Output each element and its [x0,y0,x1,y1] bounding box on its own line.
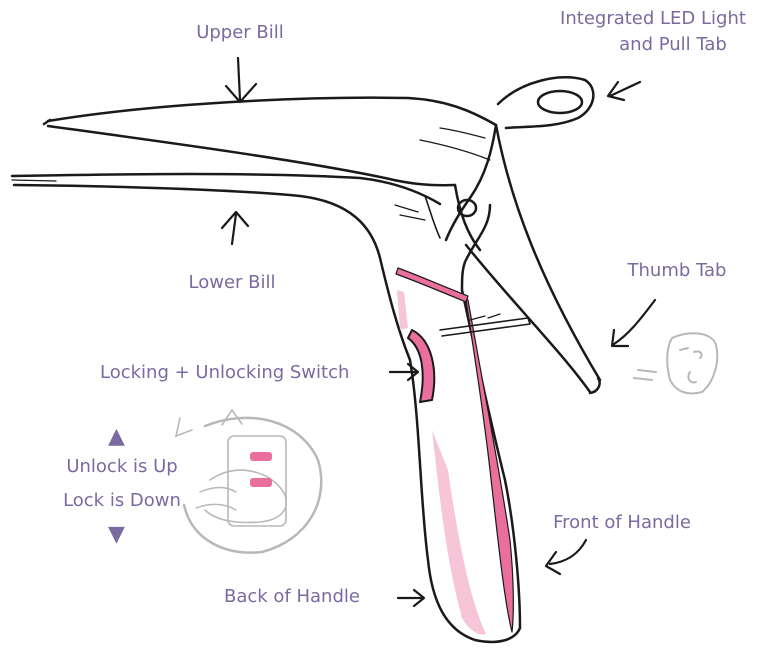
arrow-down-icon: ▼ [108,524,125,546]
lock-detail-sketch [176,410,321,553]
unlock-up-label: Unlock is Up [52,456,192,478]
locking-switch-label: Locking + Unlocking Switch [100,362,349,384]
front-handle-label: Front of Handle [532,512,712,534]
led-pull-tab-shape [498,77,593,128]
lower-bill-label: Lower Bill [172,272,292,294]
arrow-up-icon: ▲ [108,426,125,448]
lock-detail-switch [250,452,272,487]
upper-bill-shape [44,98,496,186]
lock-down-label: Lock is Down [52,490,192,512]
upper-bill-label: Upper Bill [180,22,300,44]
lower-bill-shape [12,174,440,258]
thumb-tab-label: Thumb Tab [612,260,742,282]
led-light-label-line1: Integrated LED Light [540,8,766,30]
thumb-tab-detail-sketch [634,333,717,393]
handle-shape [380,258,530,642]
hinge-shape [446,125,496,290]
back-handle-label: Back of Handle [224,586,360,608]
led-light-label-line2: and Pull Tab [580,34,766,56]
